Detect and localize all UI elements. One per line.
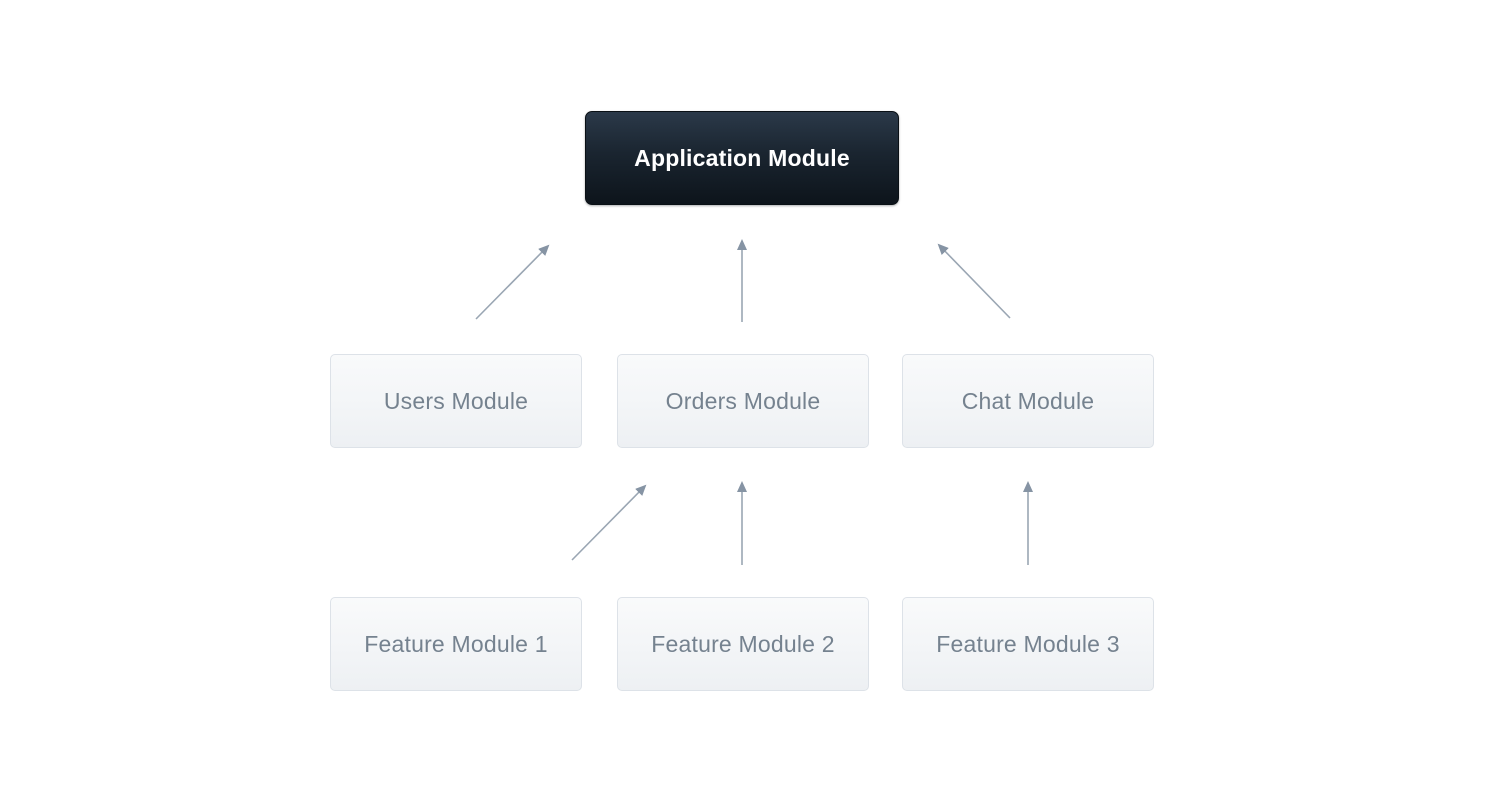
node-feature-module-1: Feature Module 1 (330, 597, 582, 691)
edge-users-to-application (475, 244, 550, 320)
node-application-module-label: Application Module (634, 144, 850, 171)
node-chat-module-label: Chat Module (961, 387, 1095, 414)
node-chat-module: Chat Module (902, 354, 1154, 448)
edge-chat-to-application (937, 243, 1011, 319)
node-application-module: Application Module (585, 111, 899, 205)
node-users-module: Users Module (330, 354, 582, 448)
node-feature-module-3: Feature Module 3 (902, 597, 1154, 691)
node-orders-module-label: Orders Module (665, 387, 821, 414)
node-feature-module-2-label: Feature Module 2 (651, 630, 835, 657)
node-orders-module: Orders Module (617, 354, 869, 448)
edge-feature1-to-orders (571, 484, 647, 561)
node-feature-module-3-label: Feature Module 3 (936, 630, 1120, 657)
node-users-module-label: Users Module (383, 387, 529, 414)
node-feature-module-2: Feature Module 2 (617, 597, 869, 691)
node-feature-module-1-label: Feature Module 1 (364, 630, 548, 657)
